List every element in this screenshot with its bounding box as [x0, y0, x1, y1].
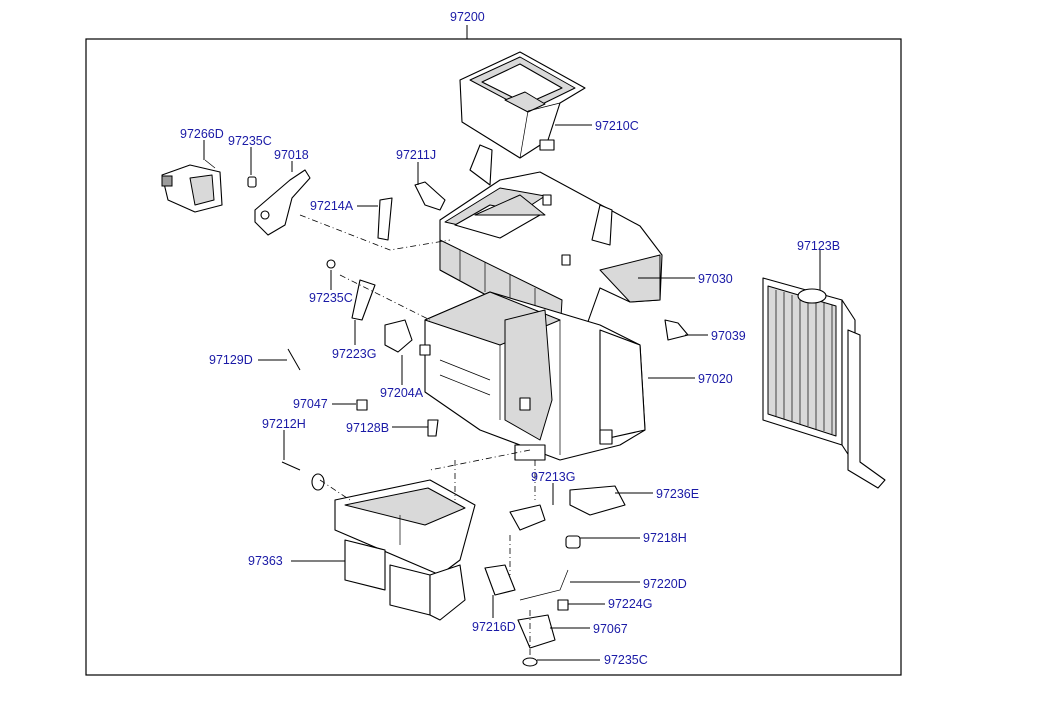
label-97213g: 97213G [531, 470, 575, 484]
alignment-lines [299, 214, 536, 655]
part-97123b-heater-core [762, 277, 886, 489]
label-97039: 97039 [711, 329, 746, 343]
diagram-frame [85, 38, 902, 676]
label-97210c: 97210C [595, 119, 639, 133]
label-97030: 97030 [698, 272, 733, 286]
label-97129d: 97129D [209, 353, 253, 367]
label-97218h: 97218H [643, 531, 687, 545]
part-97018-lever [254, 169, 311, 236]
label-97020: 97020 [698, 372, 733, 386]
label-97128b: 97128B [346, 421, 389, 435]
label-97018: 97018 [274, 148, 309, 162]
label-97067: 97067 [593, 622, 628, 636]
label-97212h: 97212H [262, 417, 306, 431]
label-97200: 97200 [450, 10, 485, 24]
part-97266d-actuator [161, 159, 223, 213]
label-97266d: 97266D [180, 127, 224, 141]
part-97210c-duct [459, 51, 586, 159]
label-97236e: 97236E [656, 487, 699, 501]
label-97123b: 97123B [797, 239, 840, 253]
label-97235c-bottom: 97235C [604, 653, 648, 667]
label-97214a: 97214A [310, 199, 354, 213]
label-97235c-top: 97235C [228, 134, 272, 148]
label-97223g: 97223G [332, 347, 376, 361]
small-components [247, 176, 689, 667]
label-97216d: 97216D [472, 620, 516, 634]
label-97235c-mid: 97235C [309, 291, 353, 305]
label-97363: 97363 [248, 554, 283, 568]
label-97204a: 97204A [380, 386, 424, 400]
label-97047: 97047 [293, 397, 328, 411]
leader-lines [203, 124, 821, 661]
label-97220d: 97220D [643, 577, 687, 591]
label-97211j: 97211J [396, 148, 436, 162]
part-97020-lower-case [419, 291, 646, 461]
label-97224g: 97224G [608, 597, 652, 611]
part-97363-housing [334, 479, 476, 621]
